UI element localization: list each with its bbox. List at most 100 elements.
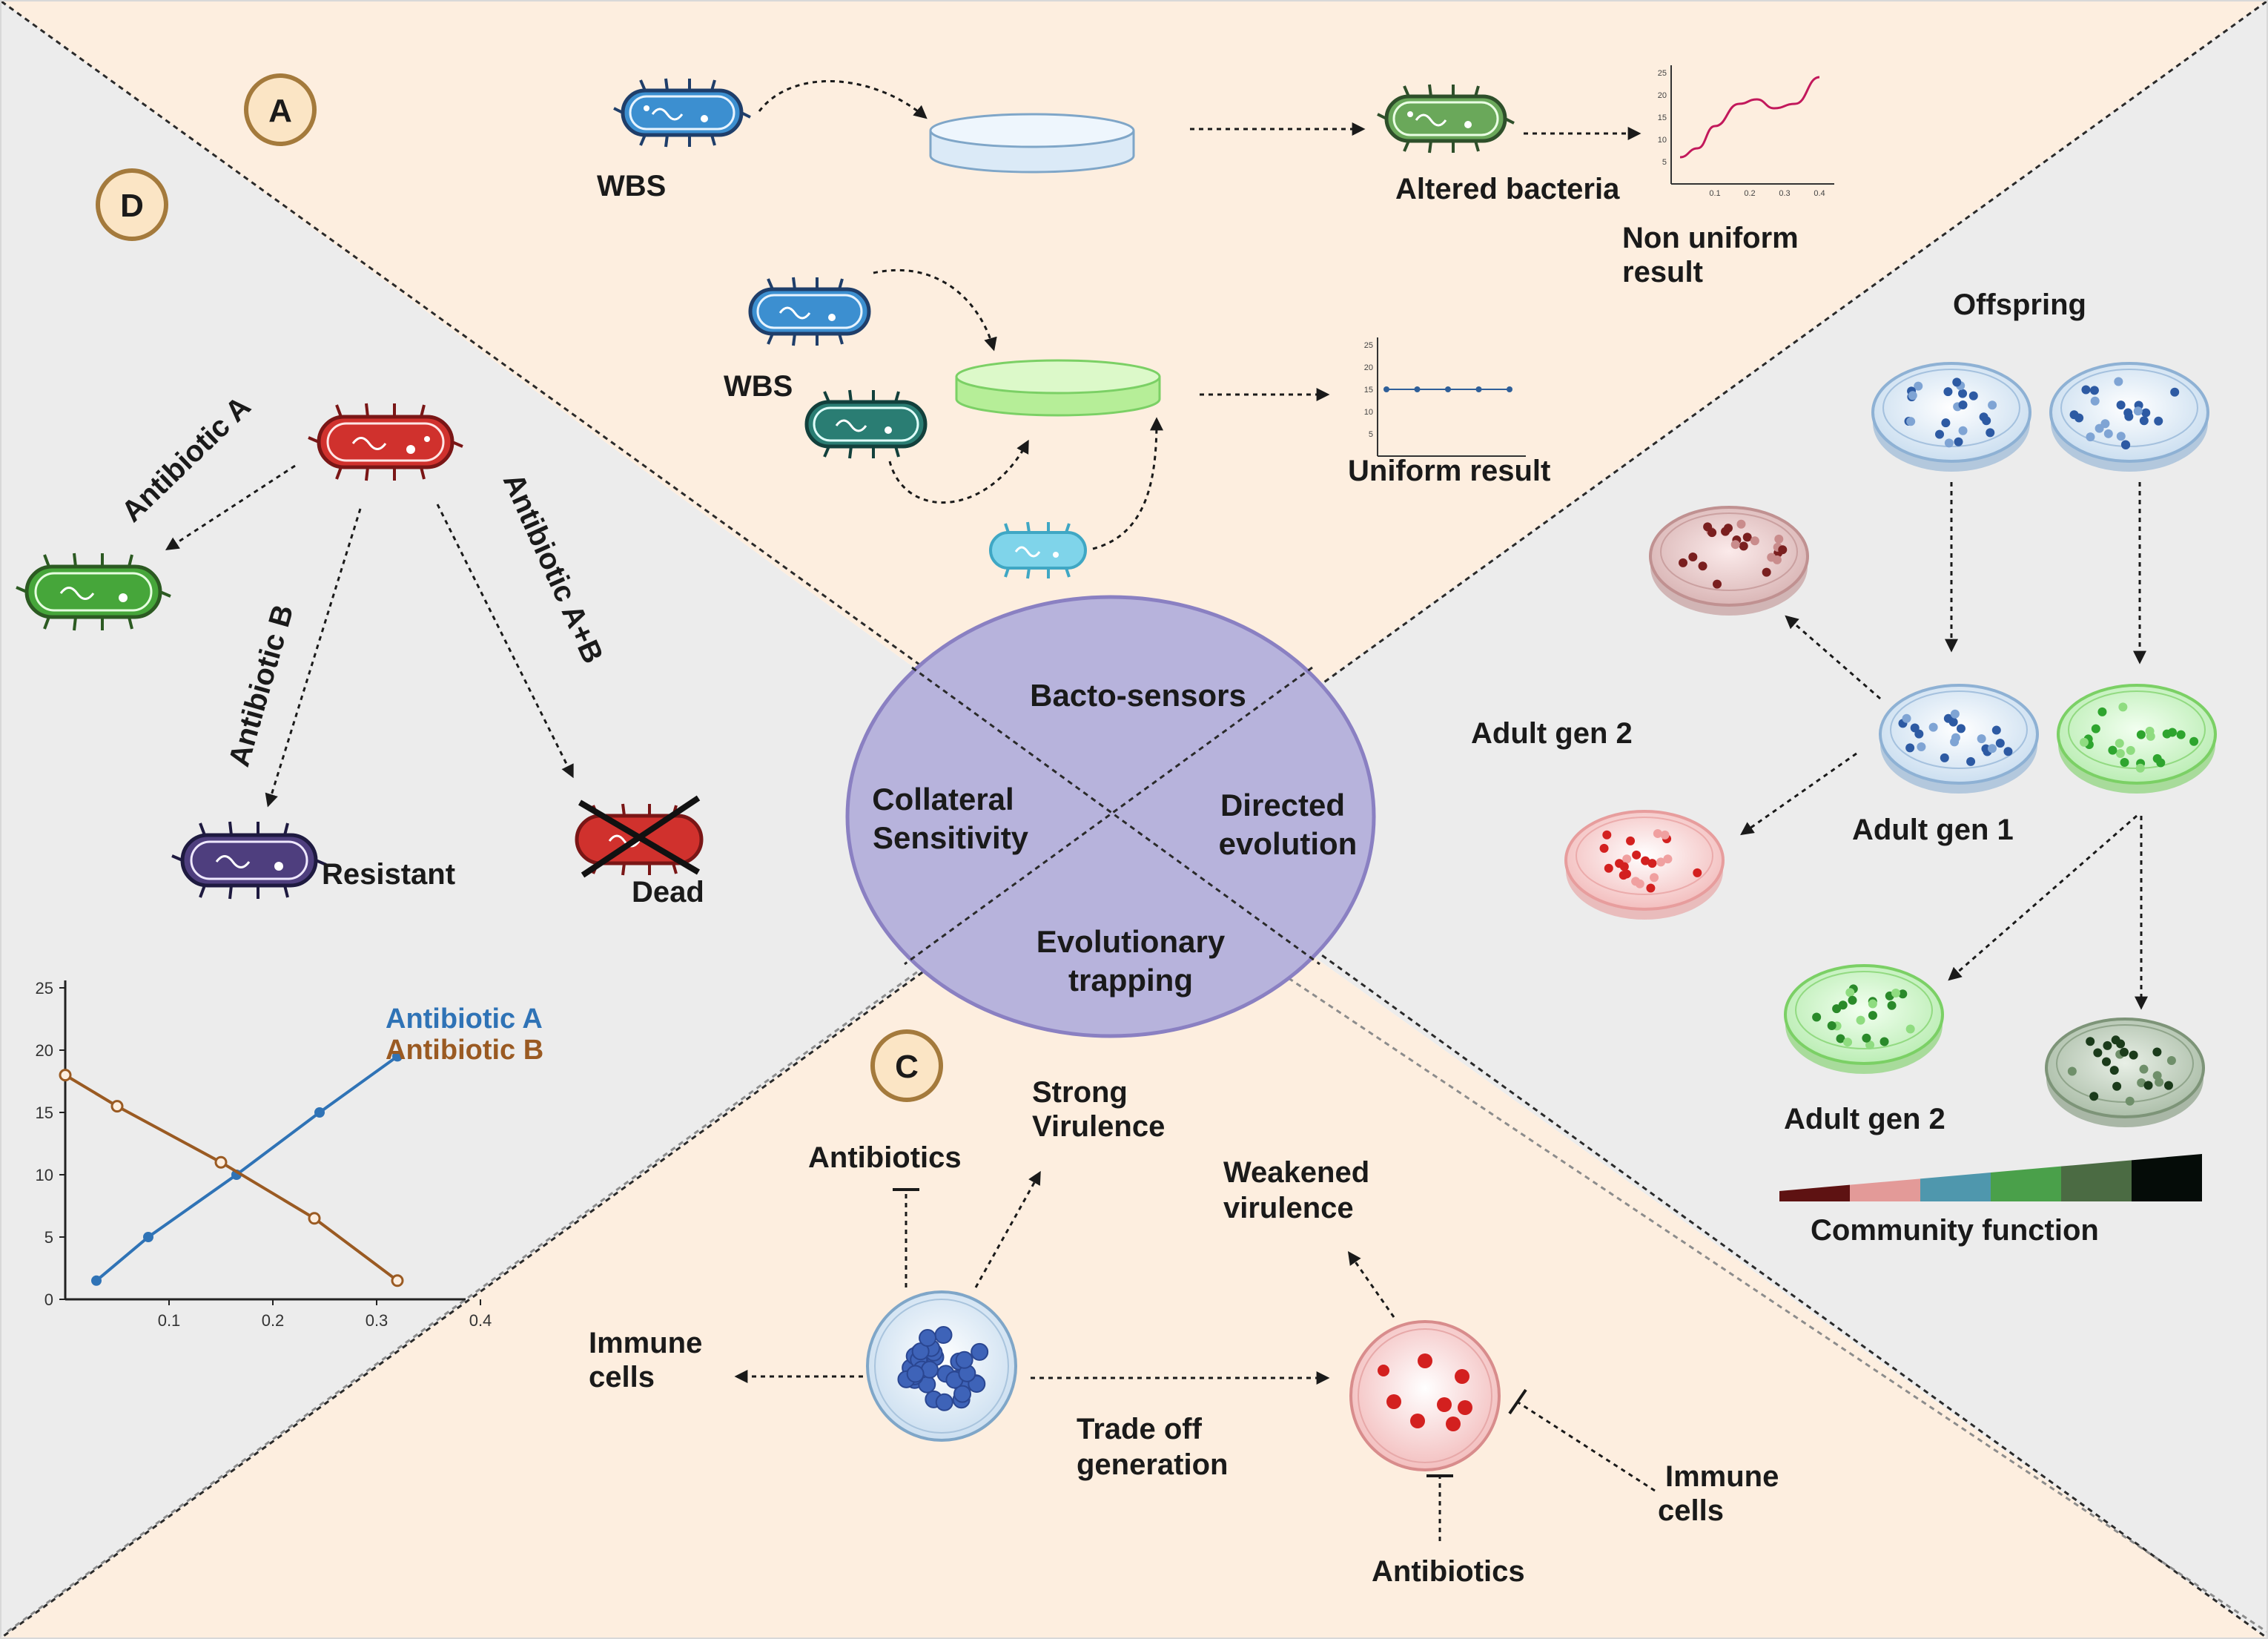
colony bbox=[953, 1385, 972, 1403]
antibiotics-top-label: Antibiotics bbox=[808, 1141, 962, 1174]
svg-text:C: C bbox=[895, 1049, 919, 1085]
panel-label-c: C bbox=[870, 1029, 943, 1102]
gradient-segment bbox=[2061, 1160, 2132, 1201]
x-tick-label: 0.2 bbox=[262, 1311, 285, 1330]
dead-cross-2 bbox=[581, 795, 701, 878]
colony bbox=[2003, 747, 2013, 756]
colony bbox=[1626, 836, 1636, 845]
colony bbox=[2089, 386, 2099, 395]
panel-c: Strong Virulence Antibiotics Weakened vi… bbox=[589, 1076, 1779, 1588]
colony bbox=[1646, 883, 1656, 893]
petri-dish-gen1-blue bbox=[1879, 684, 2039, 794]
colony bbox=[1982, 416, 1991, 426]
petri-dish-weakened bbox=[1349, 1320, 1501, 1471]
y-tick-label: 20 bbox=[36, 1041, 53, 1060]
directed-label-1: Directed bbox=[1220, 788, 1345, 822]
bacto-sensors-label: Bacto-sensors bbox=[1030, 678, 1246, 713]
colony bbox=[2111, 1035, 2120, 1045]
bacterium-red-parent bbox=[308, 403, 463, 481]
community-function-gradient bbox=[1779, 1154, 2202, 1201]
gradient-segment bbox=[1779, 1184, 1850, 1201]
colony bbox=[1905, 1024, 1915, 1034]
y-tick-label: 10 bbox=[36, 1166, 53, 1184]
non-uniform-series-line bbox=[1679, 76, 1820, 159]
colony bbox=[1827, 1021, 1836, 1031]
adult-gen-1-label: Adult gen 1 bbox=[1852, 814, 2014, 846]
y-tick-label: 0 bbox=[44, 1290, 53, 1309]
immune-right-bar bbox=[1508, 1388, 1527, 1415]
colony bbox=[1621, 869, 1631, 879]
colony bbox=[1647, 859, 1657, 868]
petri-dish-gen2-darkgreen bbox=[2045, 1018, 2205, 1127]
non-uniform-label-1: Non uniform bbox=[1622, 222, 1799, 254]
data-point-antibiotic-b bbox=[59, 1069, 72, 1082]
colony bbox=[1898, 989, 1908, 999]
colony bbox=[1879, 1037, 1889, 1046]
colony bbox=[2086, 1037, 2095, 1046]
top-quadrant bbox=[0, 0, 2268, 823]
arrow-gen1-to-maroon bbox=[1785, 615, 1881, 700]
strong-virulence-label-2: Virulence bbox=[1032, 1110, 1165, 1143]
x-tick-label: 0.3 bbox=[366, 1311, 389, 1330]
arrow-blue-to-green-dish bbox=[873, 268, 997, 352]
colony bbox=[2136, 730, 2146, 739]
colony bbox=[906, 1365, 925, 1383]
offspring-label: Offspring bbox=[1953, 288, 2086, 321]
colony bbox=[934, 1326, 953, 1345]
immune-cells-left-label-1: Immune bbox=[589, 1327, 702, 1359]
data-point-antibiotic-a bbox=[143, 1232, 153, 1242]
colony bbox=[1688, 553, 1698, 562]
svg-text:D: D bbox=[120, 188, 144, 224]
colony bbox=[1632, 850, 1642, 860]
colony bbox=[1650, 873, 1659, 883]
directed-label-2: evolution bbox=[1219, 826, 1358, 861]
colony bbox=[1950, 737, 1960, 747]
colony bbox=[1679, 558, 1688, 567]
data-point-antibiotic-a bbox=[392, 1051, 403, 1062]
colony bbox=[2097, 707, 2107, 716]
colony bbox=[1865, 1040, 1875, 1049]
colony bbox=[2129, 1050, 2138, 1060]
colony bbox=[2103, 429, 2113, 438]
colony bbox=[1868, 1011, 1877, 1020]
colony bbox=[2154, 416, 2163, 426]
colony bbox=[2141, 408, 2151, 418]
colony bbox=[2163, 1081, 2173, 1090]
colony bbox=[1812, 1012, 1822, 1022]
petri-dish-offspring-2 bbox=[2049, 362, 2209, 472]
bacterium-blue-bottom bbox=[748, 277, 871, 346]
colony bbox=[1843, 1038, 1853, 1047]
colony bbox=[1641, 856, 1650, 865]
petri-dish-gen2-maroon bbox=[1649, 506, 1809, 616]
bacterium-blue-top bbox=[613, 78, 751, 148]
colony bbox=[2095, 423, 2104, 433]
arrow-green-to-lightgreen bbox=[1948, 814, 2138, 981]
arrow-to-weakened bbox=[1347, 1251, 1395, 1318]
colony bbox=[1615, 859, 1624, 868]
colony bbox=[2139, 416, 2149, 426]
colony bbox=[1943, 713, 1953, 723]
colony bbox=[1988, 400, 1997, 410]
adult-gen-2-bottom-label: Adult gen 2 bbox=[1784, 1103, 1945, 1135]
x-tick-label: 0.1 bbox=[1709, 189, 1720, 198]
colony bbox=[2067, 1066, 2077, 1076]
colony bbox=[2116, 432, 2126, 441]
y-tick-label: 5 bbox=[1662, 158, 1667, 167]
non-uniform-label-2: result bbox=[1622, 256, 1703, 288]
arrow-to-strong-virulence bbox=[974, 1170, 1041, 1288]
colony bbox=[1730, 540, 1740, 550]
petri-dish-gen2-lightgreen bbox=[1784, 964, 1944, 1074]
petri-dish-gen2-red bbox=[1564, 810, 1725, 920]
colony bbox=[955, 1351, 973, 1369]
colony bbox=[2133, 406, 2143, 416]
immune-cells-right-label-1: Immune bbox=[1665, 1460, 1779, 1493]
colony bbox=[1653, 828, 1662, 838]
colony bbox=[1767, 553, 1776, 562]
x-tick-label: 0.3 bbox=[1779, 189, 1790, 198]
colony bbox=[1602, 830, 1612, 840]
arrow-to-green-survivor bbox=[165, 464, 296, 550]
gradient-segment bbox=[1850, 1178, 1920, 1201]
colony bbox=[1935, 429, 1945, 439]
